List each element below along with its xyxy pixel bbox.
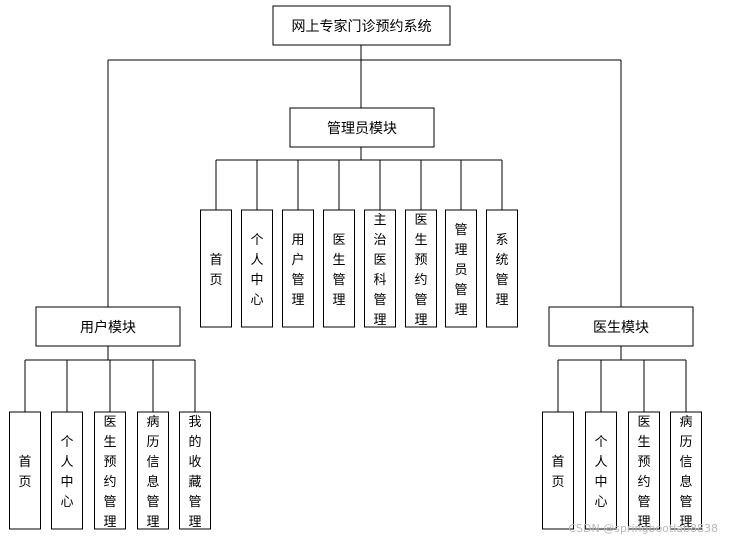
admin-leaf-label: 个人中心 xyxy=(250,233,263,308)
user-leaf-0: 首页 xyxy=(9,411,41,530)
watermark-text: CSDN @springbootlab8838 xyxy=(568,522,718,535)
admin-leaf-box xyxy=(323,209,355,328)
admin-leaf-box xyxy=(200,209,232,328)
admin-module-label: 管理员模块 xyxy=(327,121,397,137)
doctor-leaf-3: 病历信息管理 xyxy=(670,411,702,530)
admin-leaf-box xyxy=(445,209,477,328)
doctor-leaf-2: 医生预约管理 xyxy=(628,411,660,530)
admin-leaf-box xyxy=(486,209,518,328)
doctor-leaf-box xyxy=(628,411,660,530)
admin-leaf-1: 个人中心 xyxy=(241,209,273,328)
admin-leaf-box xyxy=(405,209,437,328)
doctor-leaf-label: 首页 xyxy=(551,455,564,490)
admin-leaf-box xyxy=(364,209,396,328)
user-leaf-1: 个人中心 xyxy=(51,411,83,530)
root-node: 网上专家门诊预约系统 xyxy=(272,5,451,46)
admin-leaf-label: 医生管理 xyxy=(332,233,345,308)
admin-leaf-0: 首页 xyxy=(200,209,232,328)
doctor-leaf-box xyxy=(670,411,702,530)
user-leaf-label: 我的收藏管理 xyxy=(188,415,201,530)
admin-module-node: 管理员模块 xyxy=(289,107,435,148)
user-module-label: 用户模块 xyxy=(80,319,136,336)
doctor-module-node: 医生模块 xyxy=(548,306,694,347)
admin-leaf-box xyxy=(282,209,314,328)
user-leaf-box xyxy=(51,411,83,530)
doctor-leaf-label: 个人中心 xyxy=(594,435,607,510)
doctor-leaf-group: 首页 个人中心 医生预约管理 病历信息管理 xyxy=(542,411,702,530)
doctor-leaf-1: 个人中心 xyxy=(585,411,617,530)
user-leaf-2: 医生预约管理 xyxy=(94,411,126,530)
admin-leaf-label: 系统管理 xyxy=(495,233,508,308)
admin-leaf-7: 系统管理 xyxy=(486,209,518,328)
user-leaf-box xyxy=(179,411,211,530)
user-leaf-box xyxy=(9,411,41,530)
user-leaf-3: 病历信息管理 xyxy=(137,411,169,530)
admin-leaf-2: 用户管理 xyxy=(282,209,314,328)
user-leaf-group: 首页 个人中心 医生预约管理 病历信息管理 我的收藏管理 xyxy=(9,411,211,530)
admin-leaf-6: 管理员管理 xyxy=(445,209,477,328)
doctor-leaf-label: 病历信息管理 xyxy=(679,415,692,530)
user-leaf-4: 我的收藏管理 xyxy=(179,411,211,530)
admin-leaf-label: 用户管理 xyxy=(291,233,304,308)
user-leaf-label: 医生预约管理 xyxy=(103,415,116,530)
admin-leaf-label: 管理员管理 xyxy=(454,223,467,318)
user-module-node: 用户模块 xyxy=(35,306,181,347)
user-leaf-box xyxy=(94,411,126,530)
user-leaf-label: 个人中心 xyxy=(60,435,73,510)
user-leaf-label: 首页 xyxy=(18,455,31,490)
doctor-leaf-label: 医生预约管理 xyxy=(637,415,650,530)
root-label: 网上专家门诊预约系统 xyxy=(292,18,432,35)
doctor-module-label: 医生模块 xyxy=(593,320,649,336)
user-leaf-box xyxy=(137,411,169,530)
admin-leaf-label: 医生预约管理 xyxy=(414,213,427,328)
doctor-leaf-box xyxy=(542,411,574,530)
connectors xyxy=(24,45,687,412)
admin-leaf-3: 医生管理 xyxy=(323,209,355,328)
admin-leaf-4: 主治医科管理 xyxy=(364,209,396,328)
admin-leaf-5: 医生预约管理 xyxy=(405,209,437,328)
admin-leaf-group: 首页 个人中心 用户管理 医生管理 主治医科管理 医生预约管理 管理员管理 系统管理 xyxy=(200,209,518,328)
doctor-leaf-0: 首页 xyxy=(542,411,574,530)
admin-leaf-label: 首页 xyxy=(209,253,222,288)
doctor-leaf-box xyxy=(585,411,617,530)
user-leaf-label: 病历信息管理 xyxy=(146,415,159,530)
admin-leaf-label: 主治医科管理 xyxy=(373,213,386,328)
admin-leaf-box xyxy=(241,209,273,328)
